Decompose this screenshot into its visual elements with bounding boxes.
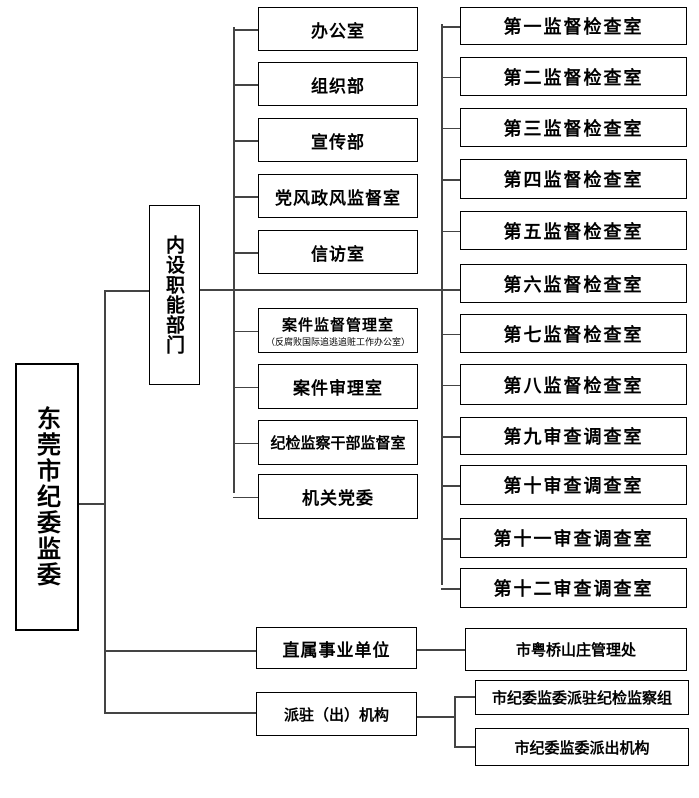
dispatched-child-node: 市纪委监委派出机构 [475,728,689,766]
node-label: 案件审理室 [293,379,383,399]
node-label: 第一监督检查室 [503,17,644,38]
connector [441,485,461,487]
left-department-node: 宣传部 [258,118,418,162]
right-department-node: 第二监督检查室 [460,57,687,96]
connector [104,290,106,713]
connector [441,76,461,78]
connector [104,650,256,652]
root-node: 东莞市纪委监委 [15,363,79,631]
connector [441,333,461,335]
node-label: 第三监督检查室 [503,118,644,140]
node-label: 第七监督检查室 [503,324,644,346]
connector [441,127,461,129]
node-label: 第十一审查调查室 [493,529,654,550]
connector [233,196,258,198]
right-department-node: 第一监督检查室 [460,7,687,45]
right-department-node: 第九审查调查室 [460,417,687,455]
left-department-node: 组织部 [258,62,418,106]
internal-departments-label: 内设职能部门 [163,235,185,355]
connector [233,386,258,388]
node-label: 第十审查调查室 [503,476,644,497]
left-department-node: 办公室 [258,7,418,51]
node-subtitle: （反腐败国际追逃追赃工作办公室） [265,337,410,348]
node-label: 纪检监察干部监督室 [270,434,406,452]
connector [454,746,475,748]
affiliated-child-node: 市粤桥山庄管理处 [465,628,687,671]
left-department-node: 案件监督管理室 （反腐败国际追逃追赃工作办公室） [258,308,418,353]
left-department-node: 案件审理室 [258,364,418,409]
right-department-node: 第四监督检查室 [460,159,687,199]
connector [441,436,461,438]
left-department-node: 机关党委 [258,474,418,519]
connector [233,27,235,493]
connector [233,252,258,254]
connector [441,24,443,585]
node-label: 组织部 [311,76,365,97]
node-label: 第二监督检查室 [503,67,644,89]
right-department-node: 第三监督检查室 [460,108,687,147]
right-department-node: 第七监督检查室 [460,314,687,353]
node-label: 第八监督检查室 [503,375,644,397]
node-label: 第十二审查调查室 [493,579,654,600]
node-label: 第六监督检查室 [503,274,644,296]
left-department-node: 党风政风监督室 [258,174,418,218]
node-label: 党风政风监督室 [275,188,401,209]
right-department-node: 第十二审查调查室 [460,568,687,608]
connector [104,290,149,292]
node-label: 办公室 [311,21,365,42]
connector [233,442,258,444]
connector [78,503,105,505]
connector [441,230,461,232]
affiliated-units-node: 直属事业单位 [256,627,417,669]
connector [233,140,258,142]
connector [441,588,461,590]
connector [441,384,461,386]
node-label: 宣传部 [311,132,365,153]
dispatched-child-node: 市纪委监委派驻纪检监察组 [475,680,689,715]
connector [441,179,461,181]
connector [441,538,461,540]
node-label: 市粤桥山庄管理处 [515,641,636,659]
left-department-node: 纪检监察干部监督室 [258,420,418,465]
connector [454,696,456,746]
right-department-node: 第十审查调查室 [460,465,687,505]
connector [454,696,475,698]
node-label: 信访室 [311,244,365,265]
node-label: 直属事业单位 [282,640,391,661]
node-label: 市纪委监委派驻纪检监察组 [491,689,672,707]
node-label: 派驻（出）机构 [283,705,389,724]
left-department-node: 信访室 [258,230,418,274]
connector [199,289,461,291]
node-label: 第四监督检查室 [503,170,644,191]
right-department-node: 第十一审查调查室 [460,518,687,558]
connector [416,716,454,718]
right-department-node: 第八监督检查室 [460,364,687,405]
root-label: 东莞市纪委监委 [32,406,61,588]
node-label: 案件监督管理室 [281,315,394,334]
right-department-node: 第五监督检查室 [460,211,687,250]
connector [104,712,256,714]
right-department-node: 第六监督检查室 [460,264,687,303]
node-label: 第九审查调查室 [503,427,644,448]
connector [233,496,258,498]
node-label: 第五监督检查室 [503,221,644,243]
internal-departments-node: 内设职能部门 [149,205,200,385]
dispatched-agencies-node: 派驻（出）机构 [256,692,417,736]
connector [441,26,461,28]
connector [233,29,258,31]
connector [416,649,465,651]
connector [233,330,258,332]
connector [233,84,258,86]
node-label: 市纪委监委派出机构 [514,738,650,757]
node-label: 机关党委 [302,489,374,509]
